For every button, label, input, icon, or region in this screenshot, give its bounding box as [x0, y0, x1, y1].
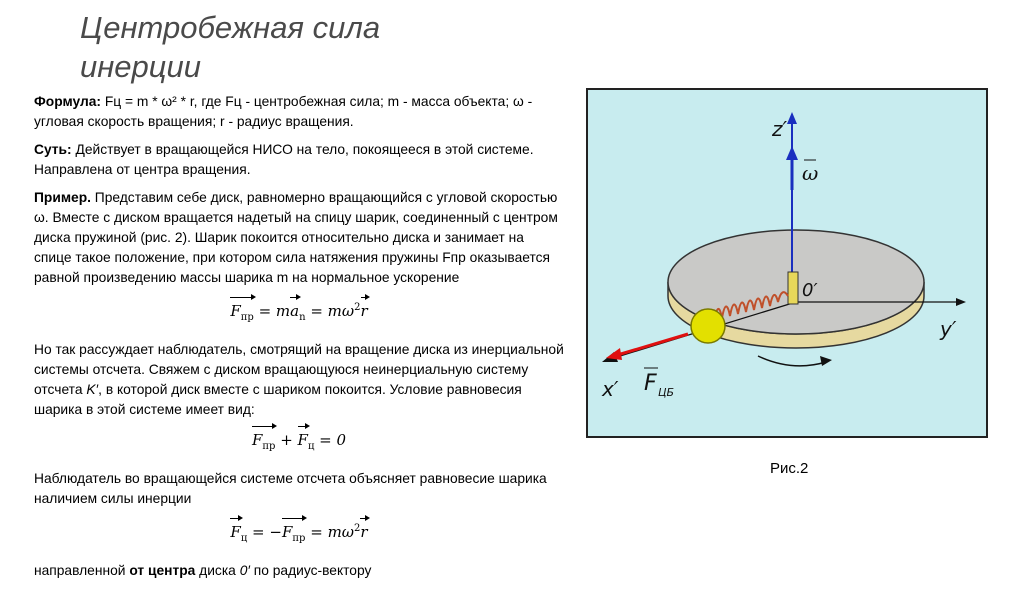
paragraph-observer: Но так рассуждает наблюдатель, смотрящий… [34, 342, 564, 417]
title-line-1: Центробежная сила [80, 10, 381, 45]
label-formula: Формула: [34, 94, 101, 109]
formula-centrifugal: Fц = −Fпр = mω2r [34, 515, 564, 551]
formula-spring-force: Fпр = man = mω2r [34, 294, 564, 330]
label-essence: Суть: [34, 142, 72, 157]
text-formula: Fц = m * ω² * r, где Fц - центробежная с… [34, 94, 533, 129]
ball [690, 308, 726, 344]
paragraph-essence: Суть: Действует в вращающейся НИСО на те… [34, 140, 564, 180]
spring [713, 291, 789, 323]
paragraph-direction: направленной от центра диска 0′ по радиу… [34, 563, 372, 578]
figure-rotating-disk: y′ x′ z′ ω 0′ F ЦБ [586, 88, 988, 438]
label-example: Пример. [34, 190, 91, 205]
slide-body: Формула: Fц = m * ω² * r, где Fц - центр… [34, 92, 564, 589]
figure-caption: Рис.2 [770, 460, 809, 477]
center-post [787, 271, 799, 305]
rotation-arrow [757, 355, 827, 367]
slide-title: Центробежная сила инерции [80, 8, 480, 86]
label-y-axis: y′ [939, 317, 957, 341]
title-line-2: инерции [80, 49, 201, 84]
text-essence: Действует в вращающейся НИСО на тело, по… [34, 142, 534, 177]
label-force: F [644, 371, 657, 396]
rotation-arrowhead [820, 356, 832, 366]
centrifugal-force-vector [613, 332, 689, 358]
omega-arrowhead [786, 146, 798, 160]
text-example: Представим себе диск, равномерно вращающ… [34, 190, 558, 285]
paragraph-example: Пример. Представим себе диск, равномерно… [34, 188, 564, 288]
label-force-subscript: ЦБ [658, 386, 674, 399]
y-axis-arrowhead [956, 298, 966, 306]
paragraph-inertia: Наблюдатель во вращающейся системе отсче… [34, 471, 547, 506]
label-origin: 0′ [802, 280, 818, 301]
label-z-axis: z′ [771, 117, 787, 141]
disk-diagram: y′ x′ z′ ω 0′ F ЦБ [601, 112, 966, 401]
label-x-axis: x′ [601, 377, 619, 401]
paragraph-formula: Формула: Fц = m * ω² * r, где Fц - центр… [34, 92, 564, 132]
z-axis-arrowhead [787, 112, 797, 124]
formula-equilibrium: Fпр + Fц = 0 [34, 423, 564, 459]
centrifugal-force-arrowhead [606, 348, 622, 360]
label-omega: ω [802, 161, 818, 185]
